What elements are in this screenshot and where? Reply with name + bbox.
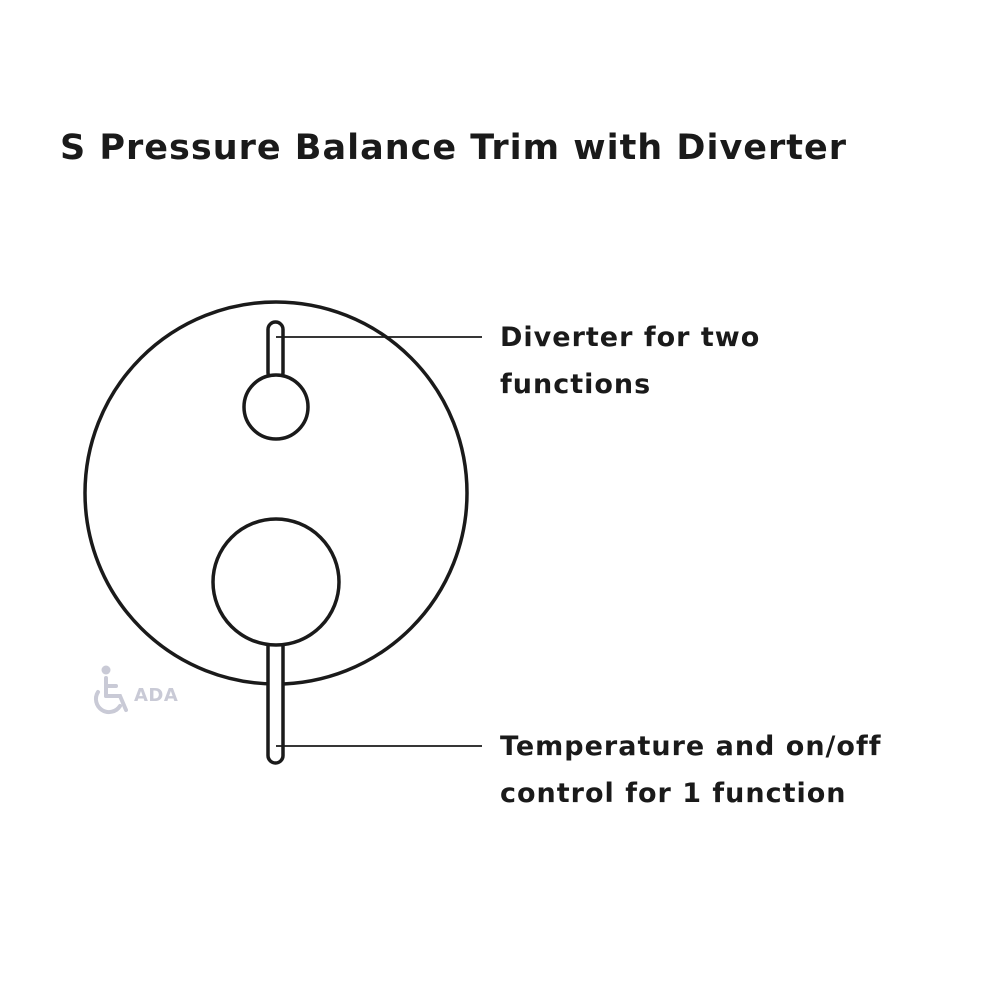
ada-badge: ADA [88, 664, 178, 720]
temperature-label-line2: control for 1 function [500, 778, 847, 809]
ada-text: ADA [134, 685, 179, 706]
temperature-label: Temperature and on/off control for 1 fun… [500, 723, 881, 817]
wheelchair-icon [94, 665, 128, 714]
diverter-knob [242, 373, 310, 441]
temperature-knob [211, 517, 341, 647]
diverter-lever [266, 320, 285, 382]
temperature-handle [266, 628, 285, 765]
page-title: S Pressure Balance Trim with Diverter [60, 128, 848, 168]
diverter-label-line2: functions [500, 369, 652, 400]
temperature-label-line1: Temperature and on/off [500, 731, 882, 762]
diverter-label-line1: Diverter for two [500, 322, 761, 353]
diverter-label: Diverter for two functions [500, 314, 760, 408]
